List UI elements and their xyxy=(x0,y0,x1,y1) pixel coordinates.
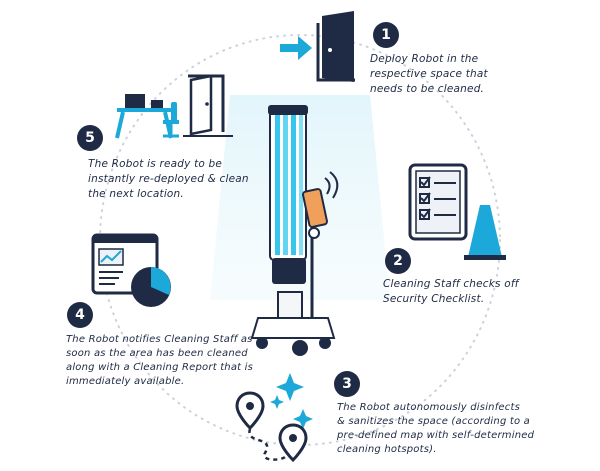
step-2-badge: 2 xyxy=(385,248,411,274)
step-5-text: The Robot is ready to be instantly re-de… xyxy=(88,158,249,200)
map-path-sparkle-icon xyxy=(235,373,313,463)
desk-door-icon xyxy=(115,74,233,139)
step-1-text: Deploy Robot in the respective space tha… xyxy=(370,53,488,95)
step-1-badge: 1 xyxy=(373,22,399,48)
door-arrow-icon xyxy=(280,11,355,82)
step-3-badge: 3 xyxy=(334,371,360,397)
report-chart-icon xyxy=(91,233,171,307)
step-3-text: The Robot autonomously disinfects & sani… xyxy=(337,402,535,455)
step-5-badge: 5 xyxy=(77,125,103,151)
step-2-text: Cleaning Staff checks off Security Check… xyxy=(383,278,519,305)
checklist-cone-icon xyxy=(408,163,506,260)
step-4-badge: 4 xyxy=(67,302,93,328)
step-4-text: The Robot notifies Cleaning Staff as soo… xyxy=(66,334,254,387)
